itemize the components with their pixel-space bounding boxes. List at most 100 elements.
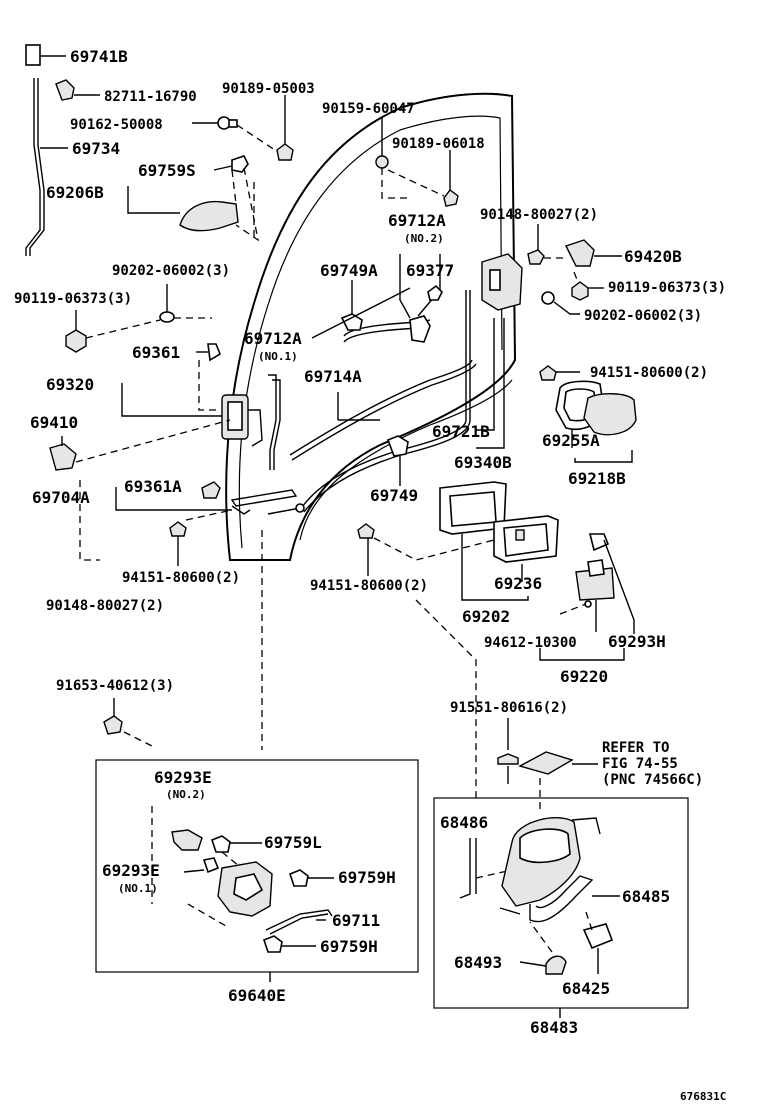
part-69420B <box>565 239 622 267</box>
part-69220 <box>539 559 625 661</box>
part-69206B-handle <box>127 167 259 242</box>
part-69712A-clip <box>409 315 431 343</box>
part-69741B <box>25 44 66 66</box>
label-69293H: 69293H <box>608 632 666 651</box>
label-69759S: 69759S <box>138 161 196 180</box>
part-69711 <box>265 909 333 935</box>
label-91551-80616: 91551-80616(2) <box>450 700 568 716</box>
part-69293H <box>588 533 635 634</box>
figure-id: 676831C <box>680 1090 726 1103</box>
part-90189-05003 <box>236 95 294 161</box>
label-69759H-b: 69759H <box>320 937 378 956</box>
label-90202-06002-right: 90202-06002(3) <box>584 308 702 324</box>
part-69361 <box>196 343 221 362</box>
label-68493: 68493 <box>454 953 502 972</box>
part-90202-left <box>159 284 212 323</box>
part-94151-mid <box>357 523 495 576</box>
part-69704A <box>115 487 298 515</box>
part-90159 <box>375 117 412 199</box>
part-69749 <box>386 435 409 486</box>
label-69293E-bottom: 69293E <box>102 861 160 880</box>
part-69712A-no1-rod <box>268 374 281 470</box>
label-68485: 68485 <box>622 887 670 906</box>
part-69218B-cover <box>571 393 637 463</box>
label-90202-06002-left: 90202-06002(3) <box>112 263 230 279</box>
label-69734: 69734 <box>72 139 120 158</box>
label-91653-40612: 91653-40612(3) <box>56 678 174 694</box>
part-68493 <box>519 921 567 975</box>
part-69377 <box>427 284 443 301</box>
part-69361A <box>201 481 221 499</box>
label-69721B: 69721B <box>432 422 490 441</box>
label-69202: 69202 <box>462 607 510 626</box>
part-labels: 69741B 82711-16790 90189-05003 90159-600… <box>14 47 726 1103</box>
label-68486: 68486 <box>440 813 488 832</box>
label-69320: 69320 <box>46 375 94 394</box>
label-90119-06373-left: 90119-06373(3) <box>14 291 132 307</box>
label-no1-bottom: (NO.1) <box>118 882 158 895</box>
label-90189-06018: 90189-06018 <box>392 136 485 152</box>
label-69255A: 69255A <box>542 431 600 450</box>
part-91551 <box>497 718 519 784</box>
bracket-69202 <box>461 596 529 601</box>
part-90189-06018 <box>387 150 459 207</box>
part-69759S <box>213 155 249 173</box>
part-90162 <box>192 116 238 130</box>
part-69759H-a <box>289 869 334 887</box>
label-refer-line1: REFER TO <box>602 740 669 756</box>
label-69293E-top: 69293E <box>154 768 212 787</box>
part-68425 <box>582 911 614 974</box>
part-90148-top <box>527 224 568 265</box>
part-94151-left <box>169 509 233 566</box>
label-68483: 68483 <box>530 1018 578 1037</box>
part-69759H-b <box>263 935 316 953</box>
label-69220: 69220 <box>560 667 608 686</box>
label-90148-80027-bottom: 90148-80027(2) <box>46 598 164 614</box>
label-69712A-mid: 69712A <box>244 329 302 348</box>
label-no1-mid: (NO.1) <box>258 350 298 363</box>
label-69749: 69749 <box>370 486 418 505</box>
part-69734-rod <box>25 78 68 256</box>
part-69410 <box>49 419 231 561</box>
box-69640E <box>95 759 419 982</box>
label-69340B: 69340B <box>454 453 512 472</box>
label-68425: 68425 <box>562 979 610 998</box>
label-69741B: 69741B <box>70 47 128 66</box>
label-69410: 69410 <box>30 413 78 432</box>
label-69759L: 69759L <box>264 833 322 852</box>
part-rod-connector <box>267 503 305 515</box>
part-69749A <box>340 280 363 331</box>
label-69206B: 69206B <box>46 183 104 202</box>
part-69293E-no2 <box>151 806 203 904</box>
part-69236-handle <box>493 515 559 582</box>
label-69640E: 69640E <box>228 986 286 1005</box>
label-69377: 69377 <box>406 261 454 280</box>
label-69236: 69236 <box>494 574 542 593</box>
label-94151-80600-left: 94151-80600(2) <box>122 570 240 586</box>
label-69759H-a: 69759H <box>338 868 396 887</box>
part-90202-right <box>541 291 580 315</box>
label-94612-10300: 94612-10300 <box>484 635 577 651</box>
label-90159-60047: 90159-60047 <box>322 101 415 117</box>
part-68485 <box>529 875 620 923</box>
label-69420B: 69420B <box>624 247 682 266</box>
connector-dashes <box>253 182 477 800</box>
part-refer-plate <box>518 751 598 812</box>
part-69340B-latch <box>476 253 523 449</box>
label-69712A-top: 69712A <box>388 211 446 230</box>
label-no2-top: (NO.2) <box>404 232 444 245</box>
label-69714A: 69714A <box>304 367 362 386</box>
part-82711 <box>55 79 100 101</box>
part-69202-bezel <box>439 481 507 596</box>
part-94151-right <box>539 365 580 381</box>
part-69320-lock <box>121 360 263 447</box>
part-bracket-assy <box>499 817 601 915</box>
part-90119-right <box>571 271 604 301</box>
label-90148-80027-top: 90148-80027(2) <box>480 207 598 223</box>
label-90119-06373-right: 90119-06373(3) <box>608 280 726 296</box>
part-91653 <box>103 698 157 749</box>
part-90119-left <box>65 310 161 353</box>
part-69293E-no1 <box>183 857 220 874</box>
label-69704A: 69704A <box>32 488 90 507</box>
